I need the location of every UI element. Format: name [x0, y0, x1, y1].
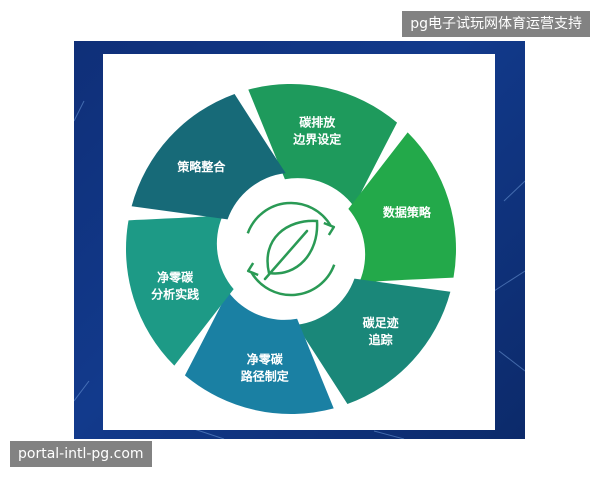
cycle-segment [296, 278, 451, 405]
top-caption: pg电子试玩网体育运营支持 [402, 11, 590, 37]
segment-label: 碳足迹 [363, 315, 399, 330]
cycle-segment [348, 132, 456, 283]
bottom-caption: portal-intl-pg.com [10, 441, 152, 467]
cycle-segment [184, 291, 334, 414]
cycle-segment [131, 93, 286, 220]
segment-label-line2: 边界设定 [292, 131, 341, 146]
segment-label: 碳排放 [299, 114, 336, 129]
segment-label: 净零碳 [157, 270, 194, 285]
cycle-segment [126, 215, 234, 366]
leaf-recycle-icon [246, 201, 336, 297]
segment-label: 数据策略 [383, 204, 432, 219]
diagram-card: 碳排放边界设定数据策略碳足迹追踪净零碳路径制定净零碳分析实践策略整合 [103, 54, 495, 430]
segment-label: 净零碳 [247, 352, 284, 367]
segment-label-line2: 路径制定 [241, 369, 289, 384]
cycle-segment [248, 84, 398, 207]
segment-label-line2: 追踪 [369, 332, 393, 347]
segment-label-line2: 分析实践 [151, 287, 199, 302]
segment-label: 策略整合 [177, 159, 226, 174]
frame-decoration [74, 100, 525, 439]
